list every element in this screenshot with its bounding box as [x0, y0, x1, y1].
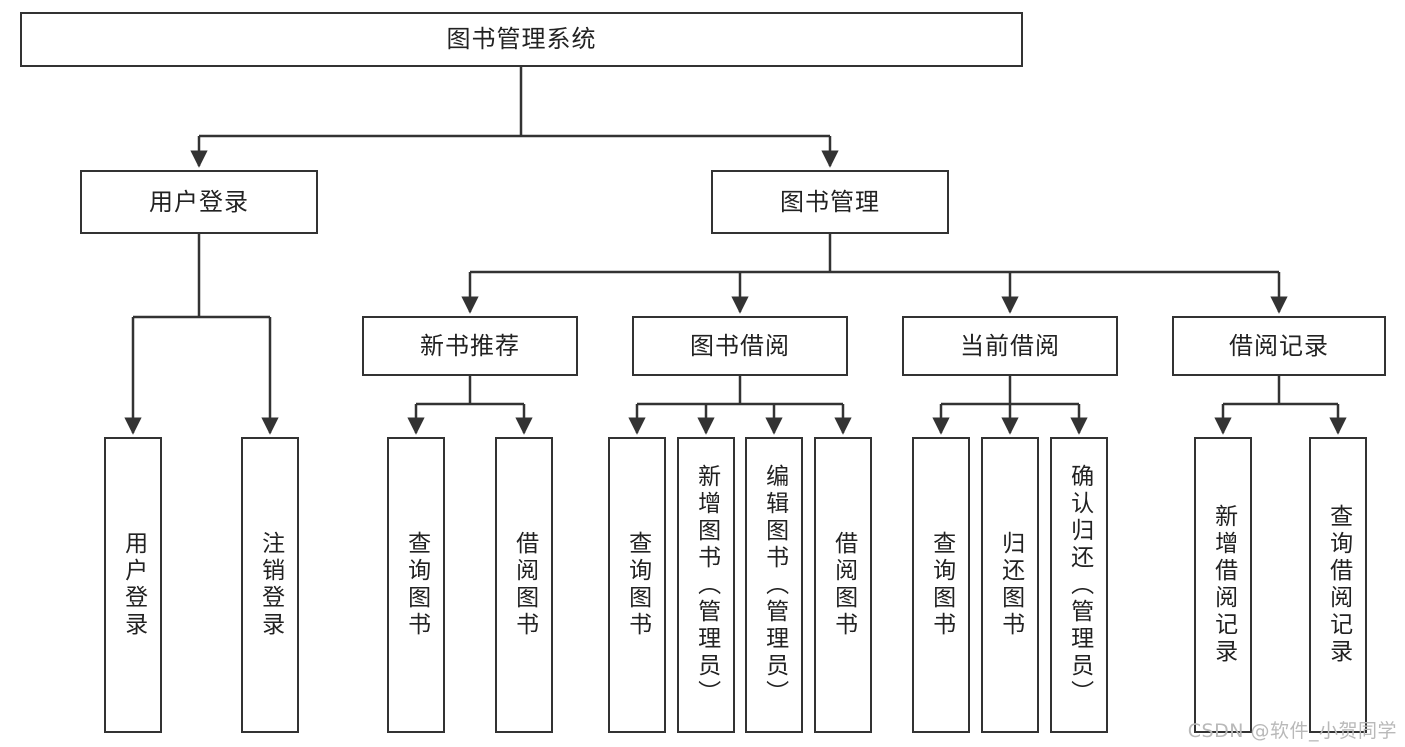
node-label: 用户登录 [120, 531, 147, 639]
node-label: 图书借阅 [690, 331, 790, 360]
node-label: 查询图书 [403, 531, 430, 639]
node-label: 当前借阅 [960, 331, 1060, 360]
leaf-query-book-recommendation[interactable]: 查询图书 [387, 437, 445, 733]
leaf-borrow-book[interactable]: 借阅图书 [814, 437, 872, 733]
node-book-borrow[interactable]: 图书借阅 [632, 316, 848, 376]
node-label: 借阅图书 [830, 531, 857, 639]
node-label: 借阅记录 [1229, 331, 1329, 360]
leaf-add-book-admin[interactable]: 新增图书（管理员） [677, 437, 735, 733]
leaf-return-book[interactable]: 归还图书 [981, 437, 1039, 733]
node-label: 借阅图书 [511, 531, 538, 639]
node-label: 图书管理系统 [446, 25, 597, 54]
leaf-edit-book-admin[interactable]: 编辑图书（管理员） [745, 437, 803, 733]
node-label: 查询图书 [928, 531, 955, 639]
node-label: 图书管理 [780, 187, 880, 216]
leaf-logout[interactable]: 注销登录 [241, 437, 299, 733]
leaf-borrow-book-recommendation[interactable]: 借阅图书 [495, 437, 553, 733]
node-label: 新书推荐 [420, 331, 520, 360]
node-root-system[interactable]: 图书管理系统 [20, 12, 1023, 67]
node-label: 查询借阅记录 [1325, 504, 1352, 666]
leaf-query-book-borrow[interactable]: 查询图书 [608, 437, 666, 733]
node-label: 注销登录 [257, 531, 284, 639]
node-new-book-recommendation[interactable]: 新书推荐 [362, 316, 578, 376]
node-user-login[interactable]: 用户登录 [80, 170, 318, 234]
node-current-borrow[interactable]: 当前借阅 [902, 316, 1118, 376]
leaf-add-borrow-record[interactable]: 新增借阅记录 [1194, 437, 1252, 733]
leaf-query-borrow-record[interactable]: 查询借阅记录 [1309, 437, 1367, 733]
leaf-user-login[interactable]: 用户登录 [104, 437, 162, 733]
leaf-query-book-current[interactable]: 查询图书 [912, 437, 970, 733]
node-label: 归还图书 [997, 531, 1024, 639]
node-label: 编辑图书（管理员） [761, 463, 788, 707]
node-label: 确认归还（管理员） [1066, 463, 1093, 707]
node-book-management[interactable]: 图书管理 [711, 170, 949, 234]
node-borrow-record[interactable]: 借阅记录 [1172, 316, 1386, 376]
node-label: 用户登录 [149, 187, 249, 216]
node-label: 查询图书 [624, 531, 651, 639]
leaf-confirm-return-admin[interactable]: 确认归还（管理员） [1050, 437, 1108, 733]
node-label: 新增借阅记录 [1210, 504, 1237, 666]
csdn-watermark: CSDN @软件_小贺同学 [1187, 720, 1397, 742]
node-label: 新增图书（管理员） [693, 463, 720, 707]
